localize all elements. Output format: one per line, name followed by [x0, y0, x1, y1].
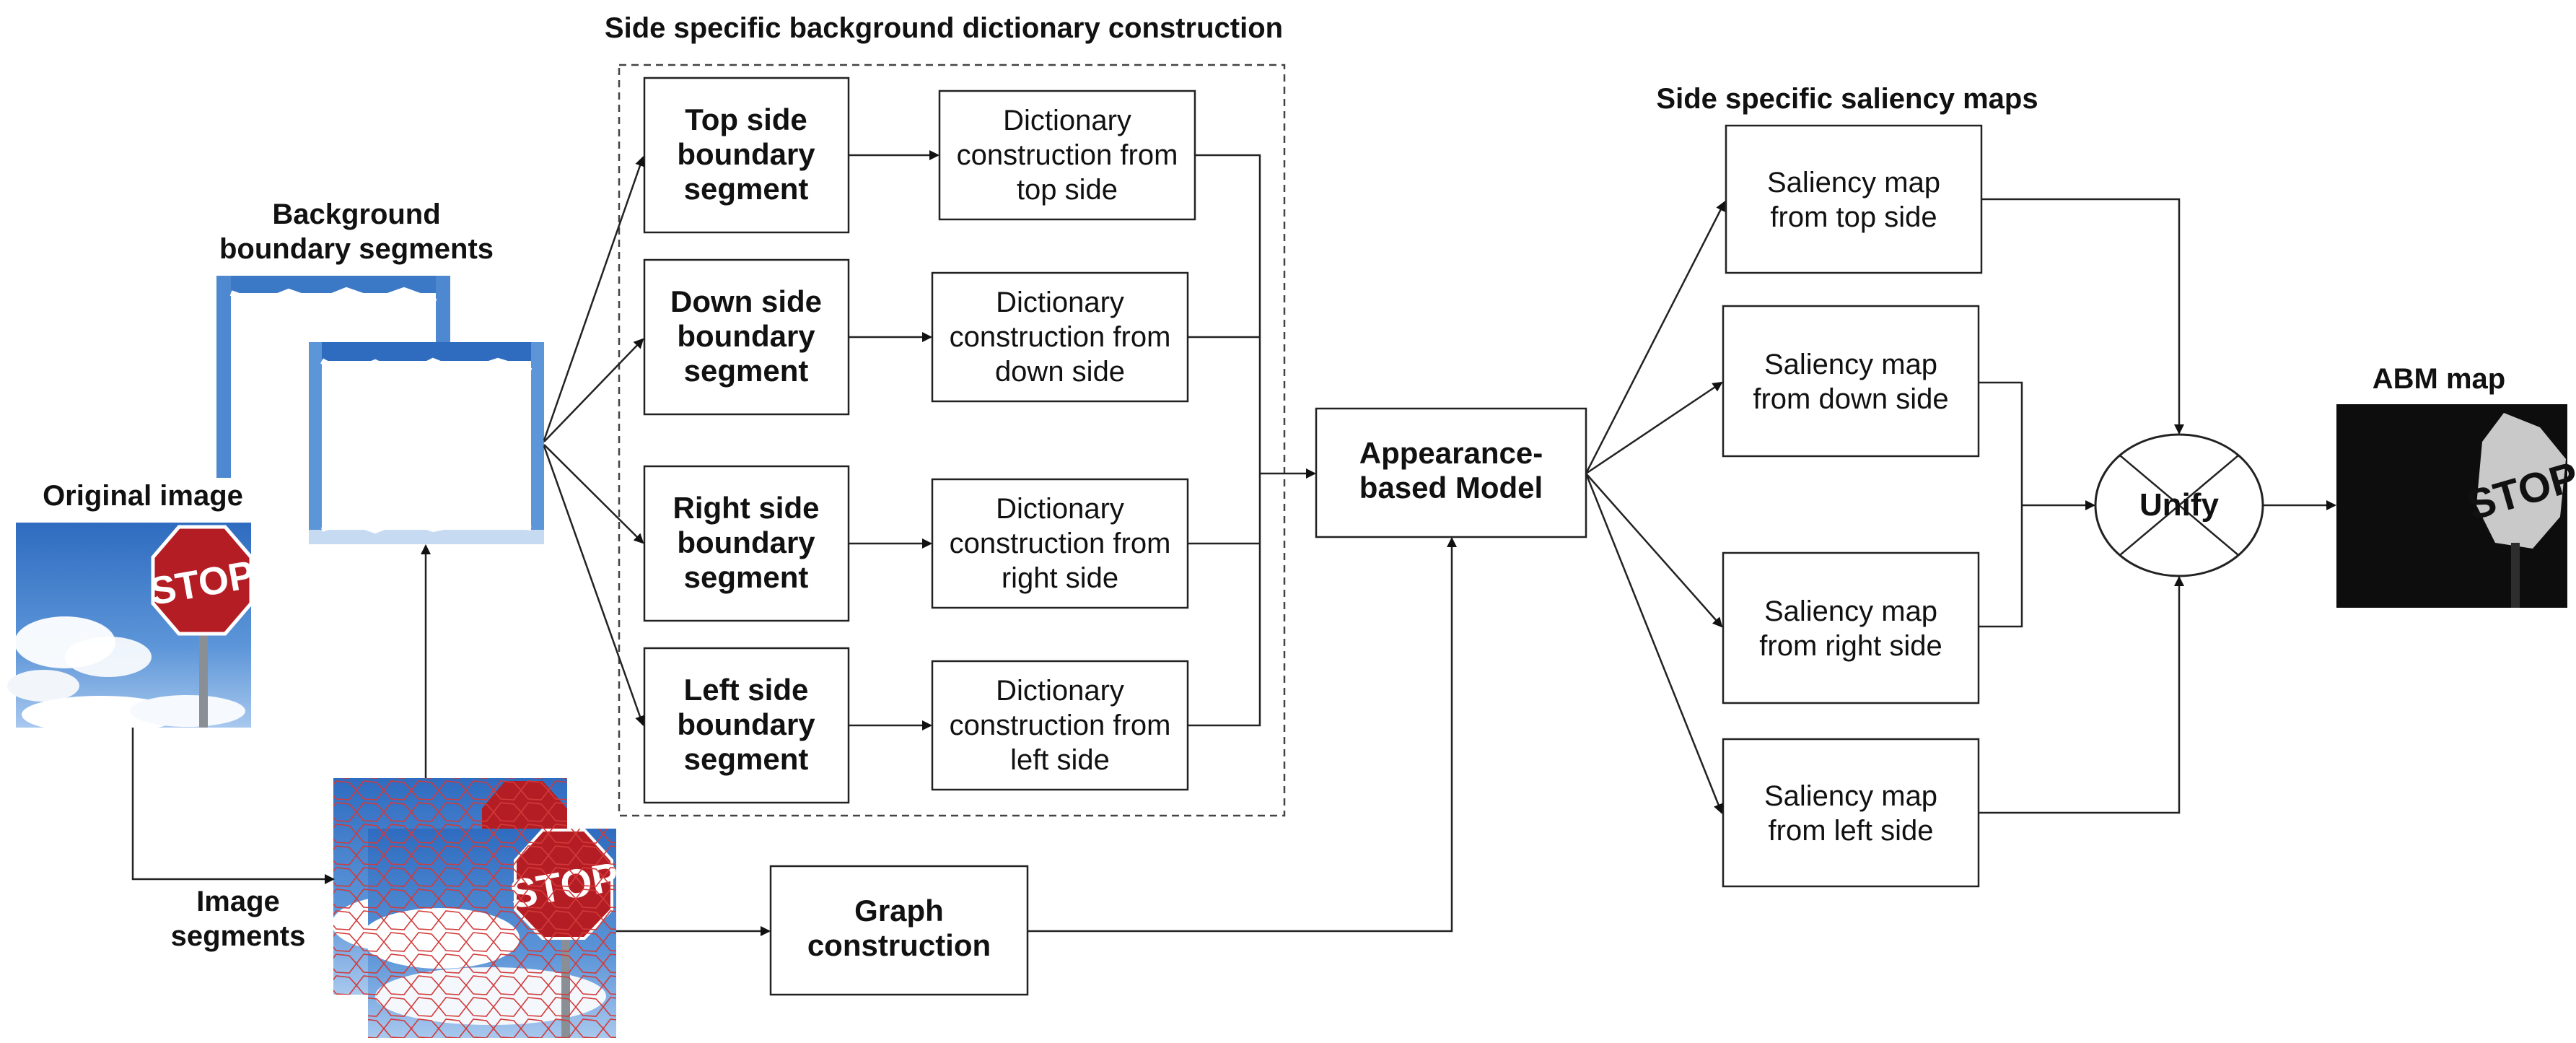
svg-text:Dictionary: Dictionary: [996, 493, 1124, 525]
abm-map-image: STOP: [2336, 404, 2576, 608]
svg-text:from down side: from down side: [1753, 383, 1948, 415]
svg-text:Saliency map: Saliency map: [1764, 595, 1937, 627]
svg-text:segment: segment: [684, 742, 809, 776]
svg-text:Top side: Top side: [685, 102, 807, 136]
svg-text:segment: segment: [684, 172, 809, 206]
svg-text:Right side: Right side: [673, 491, 819, 525]
svg-text:Dictionary: Dictionary: [1003, 105, 1131, 136]
svg-text:left side: left side: [1010, 744, 1110, 776]
svg-text:boundary: boundary: [677, 137, 815, 171]
svg-text:Saliency map: Saliency map: [1764, 349, 1937, 380]
svg-text:construction from: construction from: [950, 321, 1171, 353]
svg-text:construction from: construction from: [950, 528, 1171, 559]
background-segments-heading-line1: Background: [272, 198, 440, 230]
dictionary-down: Dictionary construction from down side: [931, 271, 1189, 403]
svg-text:Graph: Graph: [854, 894, 944, 928]
boundary-segment-left: Left side boundary segment: [643, 647, 850, 804]
svg-text:down side: down side: [995, 356, 1125, 388]
dictionary-left: Dictionary construction from left side: [931, 660, 1189, 791]
svg-text:from top side: from top side: [1770, 201, 1937, 233]
svg-text:Appearance-: Appearance-: [1359, 436, 1543, 470]
svg-text:construction: construction: [807, 928, 991, 962]
svg-text:Saliency map: Saliency map: [1767, 167, 1940, 198]
saliency-right: Saliency map from right side: [1722, 551, 1980, 704]
svg-text:Left side: Left side: [684, 673, 809, 707]
image-segments-heading-line1: Image: [196, 886, 280, 917]
superpixel-image-2: STOP: [368, 829, 616, 1038]
original-image: STOP: [7, 523, 258, 733]
svg-text:boundary: boundary: [677, 707, 815, 741]
svg-text:Down side: Down side: [670, 284, 822, 318]
svg-text:Saliency map: Saliency map: [1764, 780, 1937, 812]
saliency-top: Saliency map from top side: [1725, 124, 1983, 274]
saliency-left: Saliency map from left side: [1722, 738, 1980, 888]
svg-text:from right side: from right side: [1759, 630, 1942, 662]
background-segment-image-2: [309, 342, 544, 544]
connectors: [131, 150, 2336, 936]
saliency-maps-heading: Side specific saliency maps: [1656, 83, 2038, 115]
svg-text:boundary: boundary: [677, 525, 815, 559]
appearance-based-model: Appearance- based Model: [1315, 407, 1587, 538]
boundary-segment-top: Top side boundary segment: [643, 77, 850, 234]
boundary-segment-right: Right side boundary segment: [643, 465, 850, 622]
image-segments-heading-line2: segments: [171, 920, 306, 952]
dictionary-top: Dictionary construction from top side: [938, 90, 1196, 221]
graph-construction: Graph construction: [769, 865, 1029, 996]
unify-node: Unify: [2094, 433, 2264, 577]
dictionary-construction-group: [618, 64, 1286, 817]
svg-text:segment: segment: [684, 354, 809, 388]
svg-text:Dictionary: Dictionary: [996, 287, 1124, 318]
dictionary-construction-heading: Side specific background dictionary cons…: [605, 12, 1283, 44]
abm-map-heading: ABM map: [2373, 363, 2505, 395]
svg-text:construction from: construction from: [957, 139, 1178, 171]
svg-text:Dictionary: Dictionary: [996, 675, 1124, 707]
original-image-heading: Original image: [43, 480, 243, 512]
svg-text:from left side: from left side: [1769, 815, 1934, 847]
background-segments-heading-line2: boundary segments: [219, 233, 494, 265]
svg-text:based Model: based Model: [1359, 471, 1543, 505]
boundary-segment-down: Down side boundary segment: [643, 258, 850, 416]
saliency-down: Saliency map from down side: [1722, 305, 1980, 458]
svg-text:construction from: construction from: [950, 710, 1171, 741]
unify-label: Unify: [2139, 487, 2220, 523]
svg-text:right side: right side: [1002, 562, 1118, 594]
svg-text:top side: top side: [1017, 174, 1118, 206]
svg-text:boundary: boundary: [677, 319, 815, 353]
dictionary-right: Dictionary construction from right side: [931, 478, 1189, 609]
svg-text:segment: segment: [684, 560, 809, 594]
